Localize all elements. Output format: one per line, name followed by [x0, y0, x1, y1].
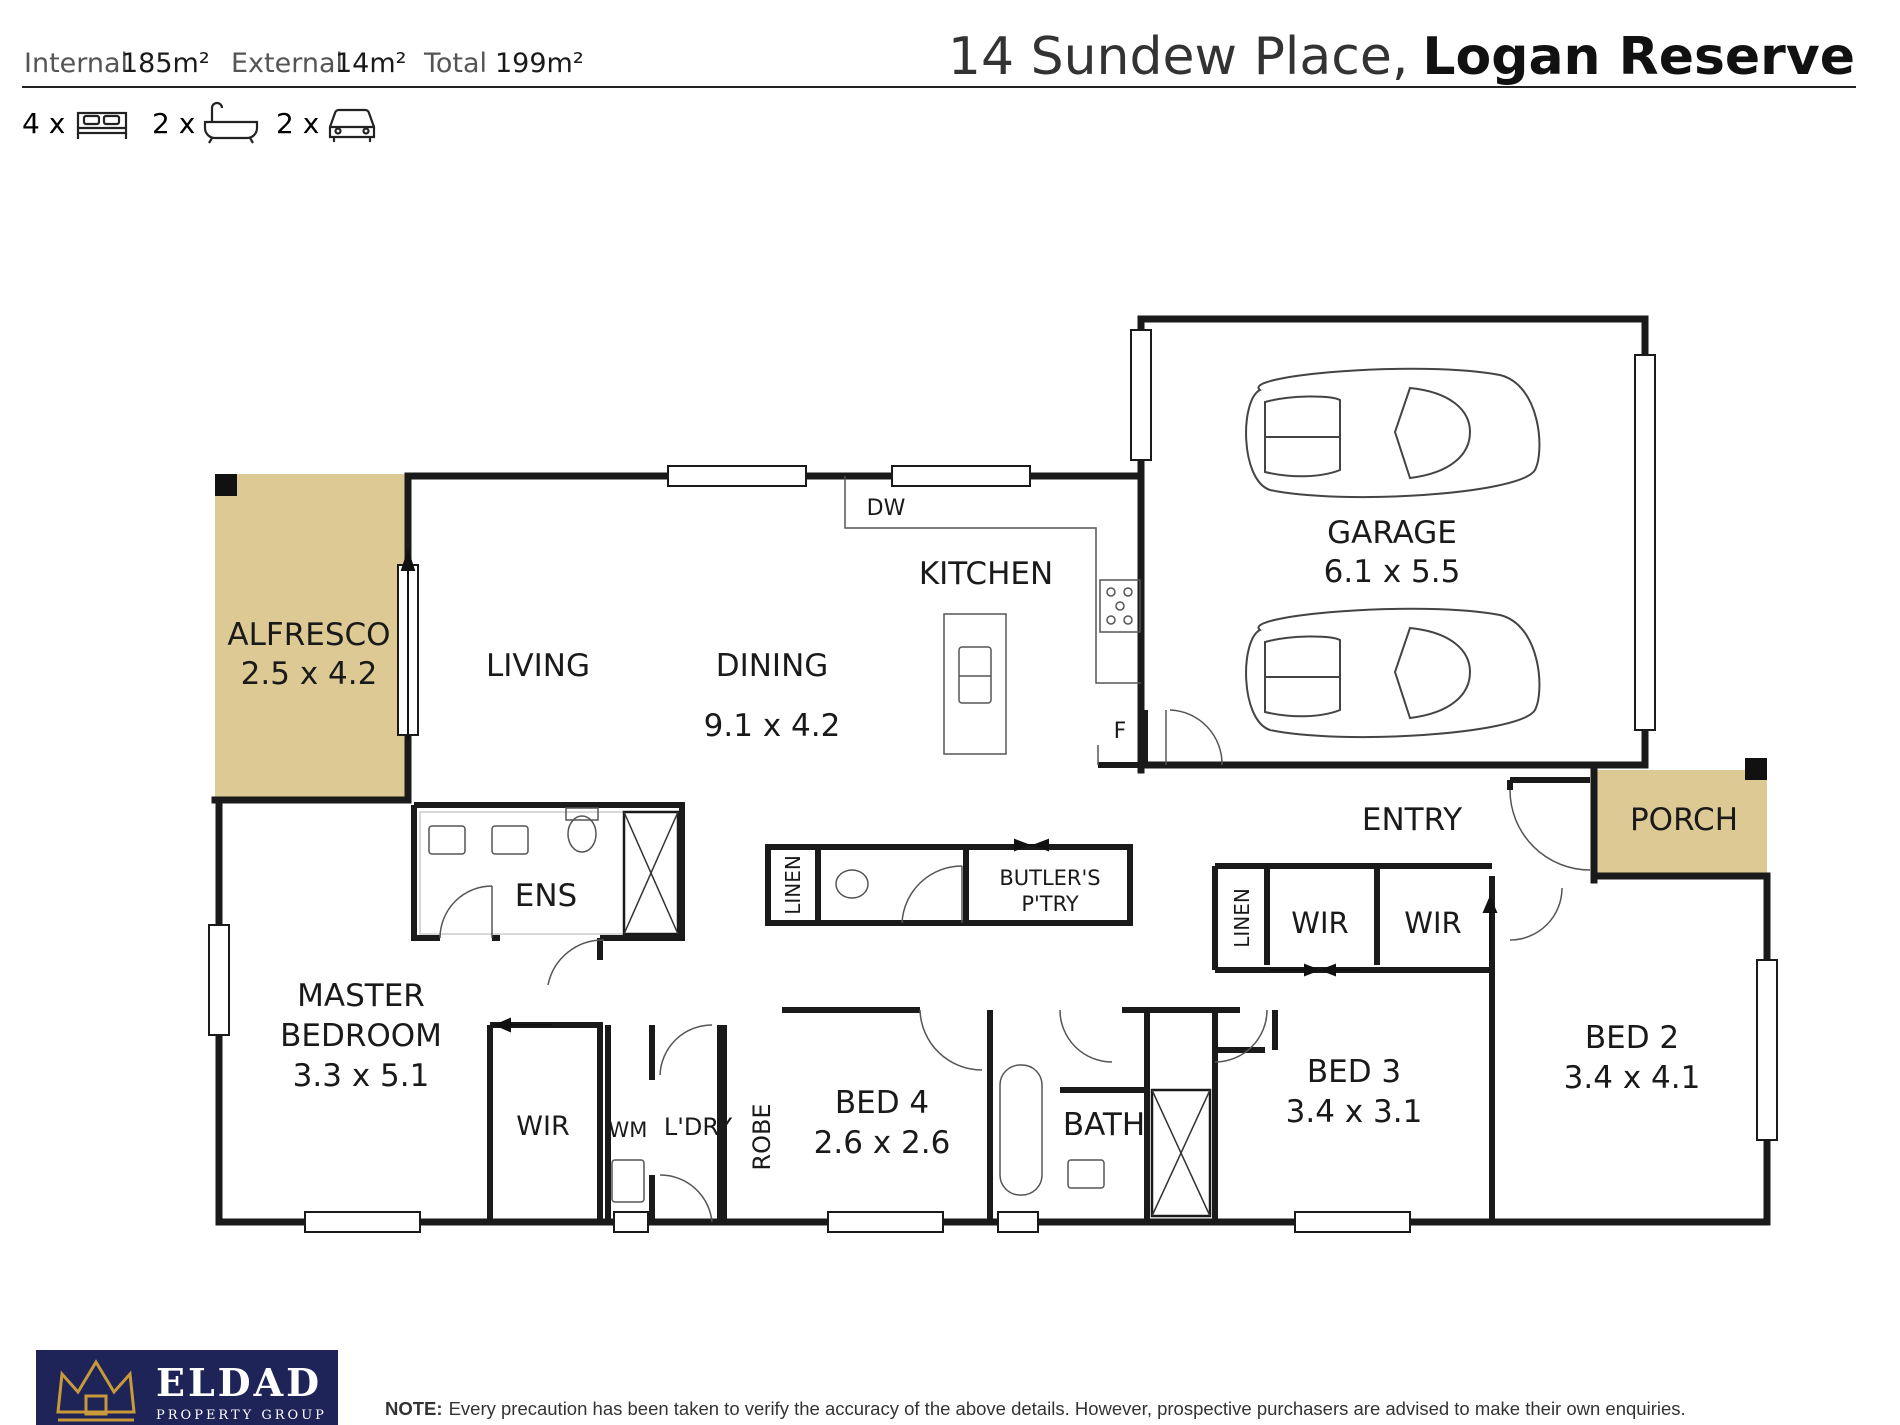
- wir-master-label: WIR: [516, 1111, 569, 1142]
- bed-icon: [76, 111, 128, 139]
- ens-label: ENS: [515, 878, 577, 914]
- alfresco-area: [215, 474, 408, 800]
- porch-label: PORCH: [1630, 802, 1738, 838]
- bed4-size: 2.6 x 2.6: [814, 1125, 951, 1161]
- address: 14 Sundew Place,Logan Reserve: [948, 27, 1855, 87]
- porch-post: [1745, 758, 1767, 780]
- living-label: LIVING: [486, 648, 590, 684]
- sliding-door-arrows: [400, 548, 1498, 1033]
- bed-count: 4 x: [22, 107, 65, 140]
- butlers-label-2: P'TRY: [1021, 892, 1079, 916]
- garage-size: 6.1 x 5.5: [1324, 554, 1461, 590]
- eldad-logo: ELDAD PROPERTY GROUP: [36, 1350, 338, 1425]
- car-count: 2 x: [276, 107, 319, 140]
- bed4-label: BED 4: [835, 1085, 929, 1121]
- bath-icon: [203, 101, 259, 144]
- car-drawing-2: [1245, 607, 1541, 739]
- room-labels: ALFRESCO 2.5 x 4.2 LIVING DINING 9.1 x 4…: [227, 496, 1738, 1171]
- logo-subtitle: PROPERTY GROUP: [156, 1408, 327, 1423]
- butlers-label-1: BUTLER'S: [999, 866, 1100, 890]
- footer-note-label: NOTE:: [385, 1398, 443, 1419]
- dw-label: DW: [867, 496, 906, 521]
- car-drawing-1: [1245, 367, 1541, 499]
- wir-label-b: WIR: [1404, 906, 1461, 940]
- bath-count: 2 x: [152, 107, 195, 140]
- bed3-size: 3.4 x 3.1: [1286, 1094, 1423, 1130]
- alfresco-label: ALFRESCO: [227, 617, 390, 653]
- footer-note: NOTE: Every precaution has been taken to …: [385, 1398, 1686, 1419]
- wir-label-a: WIR: [1291, 906, 1348, 940]
- bath-label: BATH: [1063, 1107, 1145, 1143]
- fridge-label: F: [1114, 719, 1127, 744]
- kitchen-label: KITCHEN: [919, 556, 1053, 592]
- dining-size: 9.1 x 4.2: [704, 708, 841, 744]
- porch-area: [1594, 770, 1767, 876]
- master-label-1: MASTER: [297, 978, 425, 1014]
- alfresco-post: [215, 474, 237, 496]
- interior-walls: [411, 710, 1590, 1222]
- footer-note-text: Every precaution has been taken to verif…: [449, 1398, 1686, 1419]
- total-label: Total: [423, 48, 487, 79]
- robe-label: ROBE: [748, 1103, 776, 1170]
- bed2-label: BED 2: [1585, 1020, 1679, 1056]
- master-label-2: BEDROOM: [280, 1018, 442, 1054]
- external-value: 14m²: [335, 48, 406, 79]
- garage-label: GARAGE: [1327, 515, 1457, 551]
- dining-label: DINING: [716, 648, 829, 684]
- linen-label-b: LINEN: [1230, 888, 1254, 948]
- car-icon: [328, 108, 376, 142]
- logo-name: ELDAD: [156, 1360, 322, 1405]
- fixtures: [208, 329, 1778, 1233]
- alfresco-size: 2.5 x 4.2: [241, 656, 378, 692]
- crown-icon: [56, 1359, 136, 1422]
- laundry-label: L'DRY: [664, 1113, 733, 1141]
- internal-value: 185m²: [121, 48, 210, 79]
- linen-label-a: LINEN: [781, 855, 805, 915]
- bed2-size: 3.4 x 4.1: [1564, 1060, 1701, 1096]
- entry-label: ENTRY: [1362, 802, 1462, 838]
- address-street: 14 Sundew Place,: [948, 27, 1408, 87]
- external-label: External: [231, 48, 343, 79]
- internal-label: Internal: [24, 48, 128, 79]
- header: Internal 185m² External 14m² Total 199m²…: [22, 27, 1856, 144]
- master-size: 3.3 x 5.1: [293, 1058, 430, 1094]
- wm-label: WM: [609, 1118, 648, 1142]
- total-value: 199m²: [495, 48, 584, 79]
- bed3-label: BED 3: [1307, 1054, 1401, 1090]
- address-suburb: Logan Reserve: [1422, 27, 1855, 87]
